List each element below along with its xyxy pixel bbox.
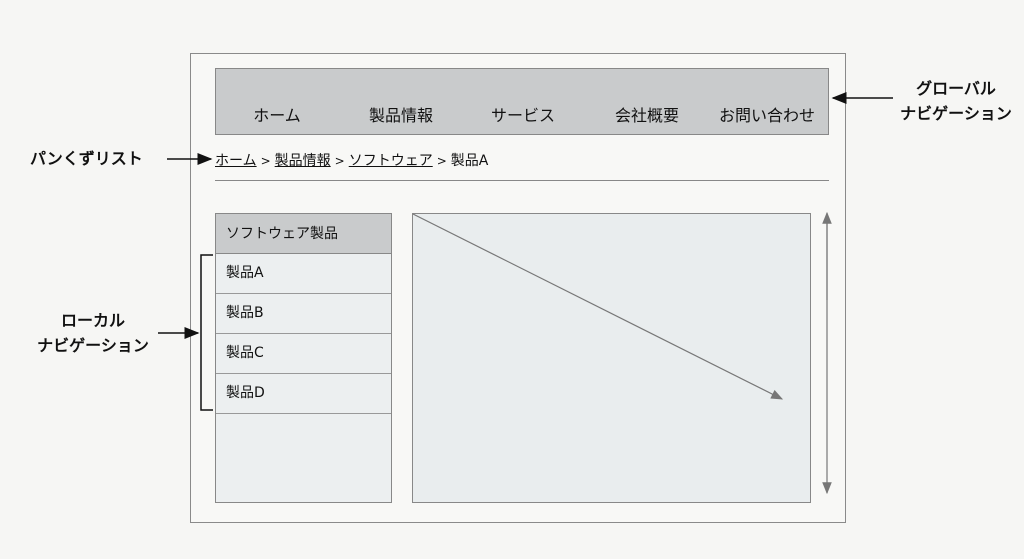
- breadcrumb-annotation: パンくずリスト: [30, 149, 143, 168]
- breadcrumb: ホーム>製品情報>ソフトウェア>製品A: [215, 150, 488, 170]
- breadcrumb-products[interactable]: 製品情報: [274, 153, 331, 169]
- local-nav-item-c[interactable]: 製品C: [216, 334, 391, 374]
- annotation-text: ナビゲーション: [37, 336, 149, 355]
- global-nav-services[interactable]: サービス: [490, 106, 556, 125]
- breadcrumb-current: 製品A: [450, 153, 489, 169]
- local-nav-item-a[interactable]: 製品A: [216, 254, 391, 294]
- breadcrumb-separator: >: [436, 154, 447, 168]
- local-nav-item-b[interactable]: 製品B: [216, 294, 391, 334]
- local-nav-item-d[interactable]: 製品D: [216, 374, 391, 414]
- local-nav-annotation: ローカル ナビゲーション: [28, 308, 158, 358]
- content-flow-arrow: [412, 213, 784, 400]
- global-navigation: ホーム 製品情報 サービス 会社概要 お問い合わせ: [215, 68, 829, 135]
- annotation-text: ナビゲーション: [900, 104, 1012, 123]
- main-content-area: [412, 213, 811, 503]
- annotation-text: ローカル: [60, 311, 125, 330]
- global-nav-annotation: グローバル ナビゲーション: [895, 76, 1017, 126]
- breadcrumb-separator: >: [334, 154, 345, 168]
- divider: [215, 180, 829, 181]
- local-navigation: ソフトウェア製品 製品A 製品B 製品C 製品D: [215, 213, 392, 503]
- local-nav-header: ソフトウェア製品: [216, 214, 391, 254]
- breadcrumb-separator: >: [260, 154, 271, 168]
- global-nav-company[interactable]: 会社概要: [614, 106, 680, 125]
- global-nav-products[interactable]: 製品情報: [368, 106, 434, 125]
- local-nav-bracket: [200, 254, 213, 411]
- global-nav-contact[interactable]: お問い合わせ: [718, 106, 816, 125]
- breadcrumb-software[interactable]: ソフトウェア: [348, 153, 433, 169]
- annotation-text: グローバル: [916, 79, 996, 98]
- global-nav-home[interactable]: ホーム: [253, 106, 301, 125]
- breadcrumb-home[interactable]: ホーム: [215, 153, 257, 169]
